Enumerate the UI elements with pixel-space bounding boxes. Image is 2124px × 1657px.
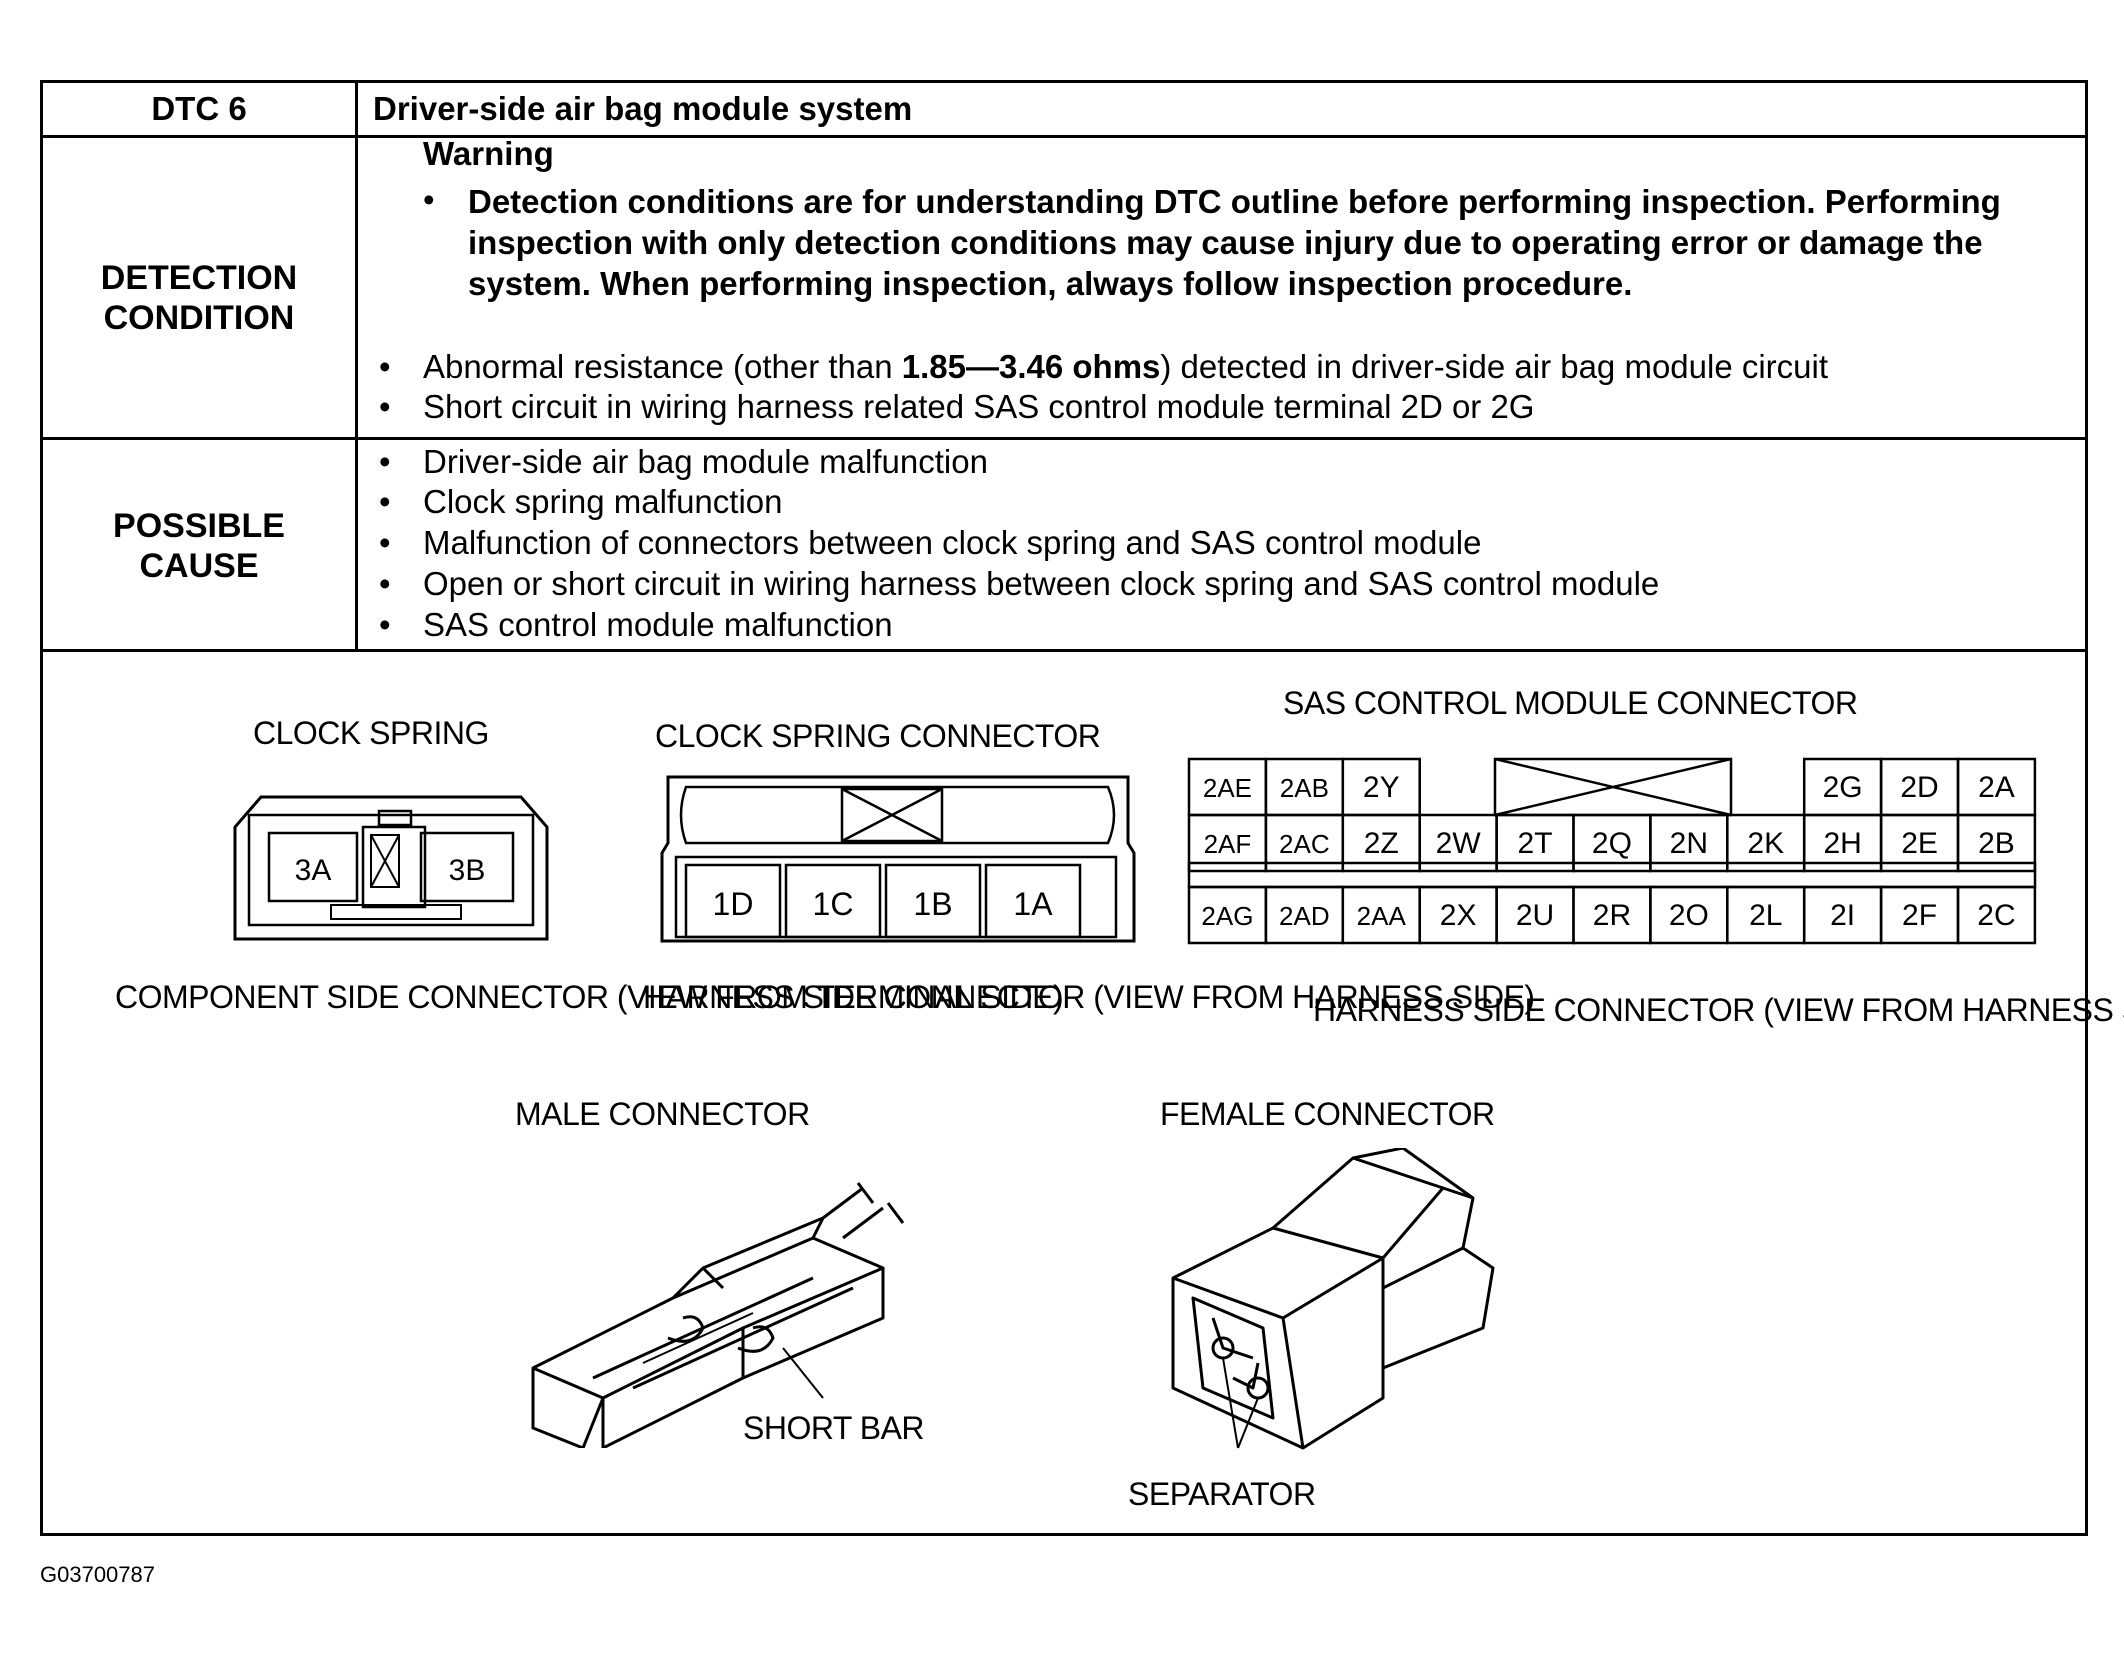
sas-connector-caption: HARNESS SIDE CONNECTOR (VIEW FROM HARNES… <box>1313 992 2124 1028</box>
cause-item: SAS control module malfunction <box>423 606 893 643</box>
bullet: • <box>379 443 391 480</box>
terminal-label: 2A <box>1978 771 2015 804</box>
bullet: • <box>379 524 391 561</box>
terminal-cell <box>1956 813 2037 873</box>
clock-spring-connector-title: CLOCK SPRING CONNECTOR <box>655 718 1101 754</box>
figure-id: G03700787 <box>40 1562 155 1587</box>
terminal-label: 2AG <box>1201 901 1253 931</box>
detection-item-2: Short circuit in wiring harness related … <box>423 388 1535 425</box>
terminal-label: 2Q <box>1592 827 1632 860</box>
terminal-label: 2B <box>1978 827 2015 860</box>
terminal-label: 1D <box>713 886 754 922</box>
terminal-cell <box>1956 885 2037 945</box>
terminal-label: 2Z <box>1364 827 1399 860</box>
warning-title: Warning <box>423 135 554 172</box>
detection-item-1: Abnormal resistance (other than 1.85—3.4… <box>423 348 1829 385</box>
clock-spring-title: CLOCK SPRING <box>253 715 489 751</box>
terminal-label: 2K <box>1747 827 1784 860</box>
male-connector-title: MALE CONNECTOR <box>515 1096 810 1132</box>
row-divider <box>43 649 2085 652</box>
terminal-label: 2F <box>1902 899 1937 932</box>
terminal-label: 2AD <box>1279 901 1330 931</box>
separator-callout: SEPARATOR <box>1128 1476 1316 1512</box>
terminal-label: 2D <box>1900 771 1938 804</box>
column-divider <box>355 83 358 649</box>
short-bar-callout: SHORT BAR <box>743 1410 925 1446</box>
terminal-label: 2AB <box>1280 773 1329 803</box>
sas-connector-diagram: 2AE 2AB 2Y 2G 2D 2A 2AF 2AC 2Z 2W 2T 2Q 2N 2K 2H 2E 2B 2A… <box>1187 757 2037 945</box>
cause-item: Clock spring malfunction <box>423 483 783 520</box>
bullet: • <box>379 388 391 425</box>
terminal-label: 2R <box>1593 899 1631 932</box>
clock-spring-connector-caption: HARNESS SIDE CONNECTOR (VIEW FROM HARNES… <box>643 979 1535 1015</box>
terminal-label: 3B <box>449 854 486 887</box>
terminal-label: 2AA <box>1357 901 1407 931</box>
cause-item: Driver-side air bag module malfunction <box>423 443 988 480</box>
terminal-label: 2X <box>1440 899 1477 932</box>
sas-connector-title: SAS CONTROL MODULE CONNECTOR <box>1283 685 1858 721</box>
terminal-label: 2AE <box>1203 773 1252 803</box>
terminal-label: 1C <box>813 886 854 922</box>
terminal-label: 2U <box>1516 899 1554 932</box>
female-connector-title: FEMALE CONNECTOR <box>1160 1096 1495 1132</box>
clock-spring-caption: COMPONENT SIDE CONNECTOR (VIEW FROM TERM… <box>115 979 1064 1015</box>
terminal-label: 1B <box>913 886 952 922</box>
terminal-label: 2C <box>1977 899 2015 932</box>
terminal-label: 2N <box>1670 827 1708 860</box>
bullet: • <box>379 483 391 520</box>
bullet: • <box>423 181 435 218</box>
terminal-label: 3A <box>295 854 332 887</box>
terminal-label: 1A <box>1013 886 1053 922</box>
cause-item: Malfunction of connectors between clock … <box>423 524 1482 561</box>
terminal-label: 2L <box>1749 899 1782 932</box>
row-divider <box>43 135 2085 138</box>
detection-condition-label: DETECTION CONDITION <box>100 259 298 337</box>
terminal-label: 2T <box>1518 827 1553 860</box>
female-connector-illustration <box>1171 1148 1495 1450</box>
dtc-code: DTC 6 <box>151 90 247 127</box>
bullet: • <box>379 348 391 385</box>
row-divider <box>43 437 2085 440</box>
cause-item: Open or short circuit in wiring harness … <box>423 565 1660 602</box>
terminal-label: 2H <box>1823 827 1861 860</box>
terminal-label: 2AF <box>1204 829 1252 859</box>
terminal-label: 2O <box>1669 899 1709 932</box>
terminal-label: 2G <box>1823 771 1863 804</box>
male-connector-illustration <box>531 1182 905 1448</box>
bullet: • <box>379 606 391 643</box>
possible-cause-label: POSSIBLE CAUSE <box>113 507 285 585</box>
clock-spring-connector-diagram: 3A 3B <box>233 795 549 941</box>
terminal-label: 2I <box>1830 899 1855 932</box>
terminal-label: 2E <box>1901 827 1938 860</box>
dtc-sheet: DTC 6 Driver-side air bag module system … <box>40 80 2124 1536</box>
terminal-label: 2Y <box>1363 771 1400 804</box>
dtc-title: Driver-side air bag module system <box>373 90 913 127</box>
warning-text: Detection conditions are for understandi… <box>468 183 2001 302</box>
clock-spring-harness-connector-diagram: 1D 1C 1B 1A <box>660 775 1136 943</box>
terminal-label: 2W <box>1436 827 1482 860</box>
terminal-label: 2AC <box>1279 829 1330 859</box>
bullet: • <box>379 565 391 602</box>
